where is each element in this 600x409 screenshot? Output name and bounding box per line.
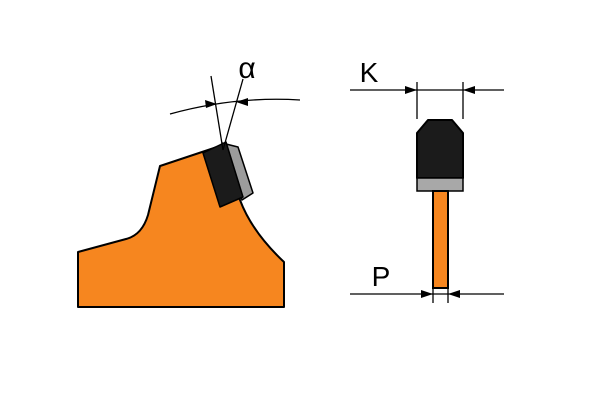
kerf-arrowhead-right — [463, 86, 475, 94]
carbide-tip-profile — [202, 141, 244, 208]
angle-arrowhead-left — [205, 100, 217, 108]
angle-reference-line-left — [210, 75, 224, 151]
angle-reference-line-right — [222, 78, 244, 151]
plate-thickness-label: P — [372, 261, 391, 292]
plate-arrowhead-right — [448, 290, 460, 298]
plate-arrowhead-left — [421, 290, 433, 298]
plate-cross-section — [432, 190, 449, 289]
tip-seat-band — [416, 177, 464, 192]
angle-label: α — [238, 52, 255, 85]
angle-arrowhead-right — [236, 98, 248, 106]
kerf-width-label: K — [360, 57, 379, 88]
kerf-arrowhead-left — [405, 86, 417, 94]
angle-dimension-arc — [169, 98, 301, 115]
carbide-tip-cross-section — [416, 119, 464, 179]
tooth-profile-shape — [77, 145, 285, 308]
